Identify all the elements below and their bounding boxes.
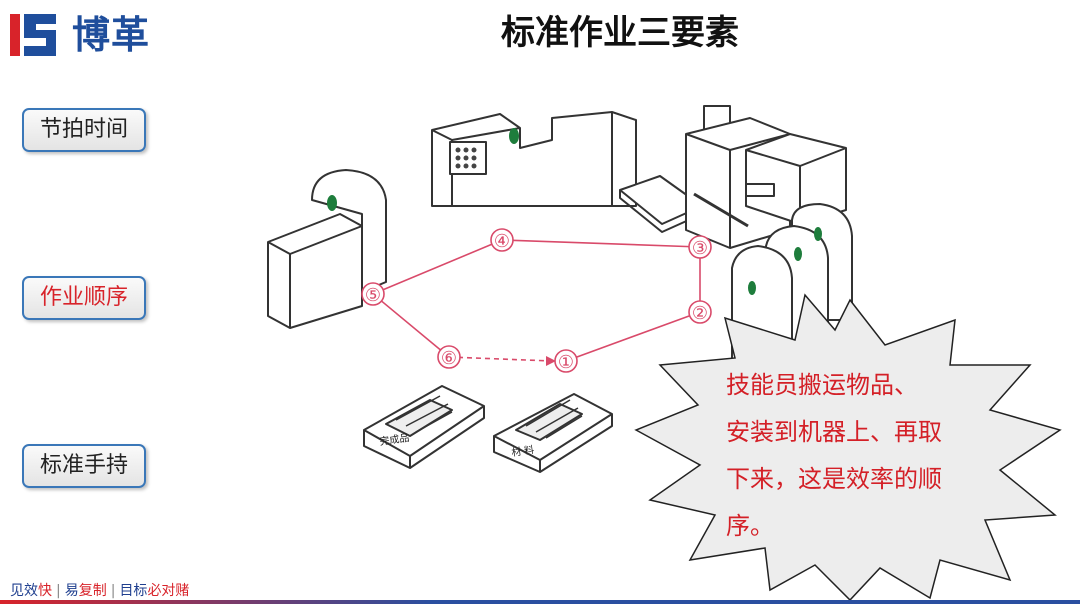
step-markers: ① ② ③ ④ ⑤ ⑥ bbox=[361, 228, 712, 373]
top-machine bbox=[431, 111, 637, 207]
step-5-marker: ⑤ bbox=[361, 282, 385, 306]
slogan-part: 快 bbox=[38, 583, 52, 599]
svg-text:④: ④ bbox=[494, 231, 510, 251]
sidebar-item-standard-wip[interactable]: 标准手持 bbox=[22, 444, 146, 488]
slogan-part: 易 bbox=[64, 583, 79, 599]
callout-burst bbox=[634, 293, 1062, 602]
callout-text: 技能员搬运物品、 安装到机器上、再取 下来，这是效率的顺 序。 bbox=[726, 362, 986, 550]
svg-text:①: ① bbox=[558, 352, 574, 372]
callout-line: 技能员搬运物品、 bbox=[726, 371, 918, 399]
svg-text:⑤: ⑤ bbox=[365, 285, 381, 305]
step-6-marker: ⑥ bbox=[437, 345, 461, 369]
brand-name: 博革 bbox=[72, 13, 151, 57]
svg-text:②: ② bbox=[692, 303, 708, 323]
left-machine bbox=[267, 169, 387, 329]
sidebar-item-work-sequence[interactable]: 作业顺序 bbox=[22, 276, 146, 320]
callout-line: 安装到机器上、再取 bbox=[726, 418, 942, 446]
footer-slogan: 见效快|易复制|目标必对赌 bbox=[10, 583, 190, 599]
step-4-marker: ④ bbox=[490, 228, 514, 252]
step-2-marker: ② bbox=[688, 300, 712, 324]
right-machine bbox=[685, 105, 847, 249]
callout-line: 下来，这是效率的顺 bbox=[726, 465, 942, 493]
svg-text:⑥: ⑥ bbox=[441, 348, 457, 368]
sequence-path bbox=[372, 239, 701, 366]
footer-divider bbox=[0, 600, 1080, 604]
material-bin bbox=[493, 393, 613, 473]
page-title: 标准作业三要素 bbox=[501, 13, 739, 53]
slogan-part: 必对赌 bbox=[147, 583, 190, 599]
slogan-part: 见效 bbox=[10, 583, 38, 599]
svg-text:③: ③ bbox=[692, 238, 708, 258]
sidebar-item-takt-time[interactable]: 节拍时间 bbox=[22, 108, 146, 152]
slogan-part: 目标 bbox=[119, 583, 148, 599]
finished-goods-bin bbox=[363, 385, 485, 469]
step-1-marker: ① bbox=[554, 349, 578, 373]
slogan-part: 复制 bbox=[78, 583, 107, 599]
material-label: 材 料 bbox=[511, 443, 535, 459]
finished-goods-label: 完成品 bbox=[379, 431, 411, 448]
callout-line: 序。 bbox=[726, 512, 774, 540]
step-3-marker: ③ bbox=[688, 235, 712, 259]
brand-logo-icon bbox=[10, 14, 56, 56]
